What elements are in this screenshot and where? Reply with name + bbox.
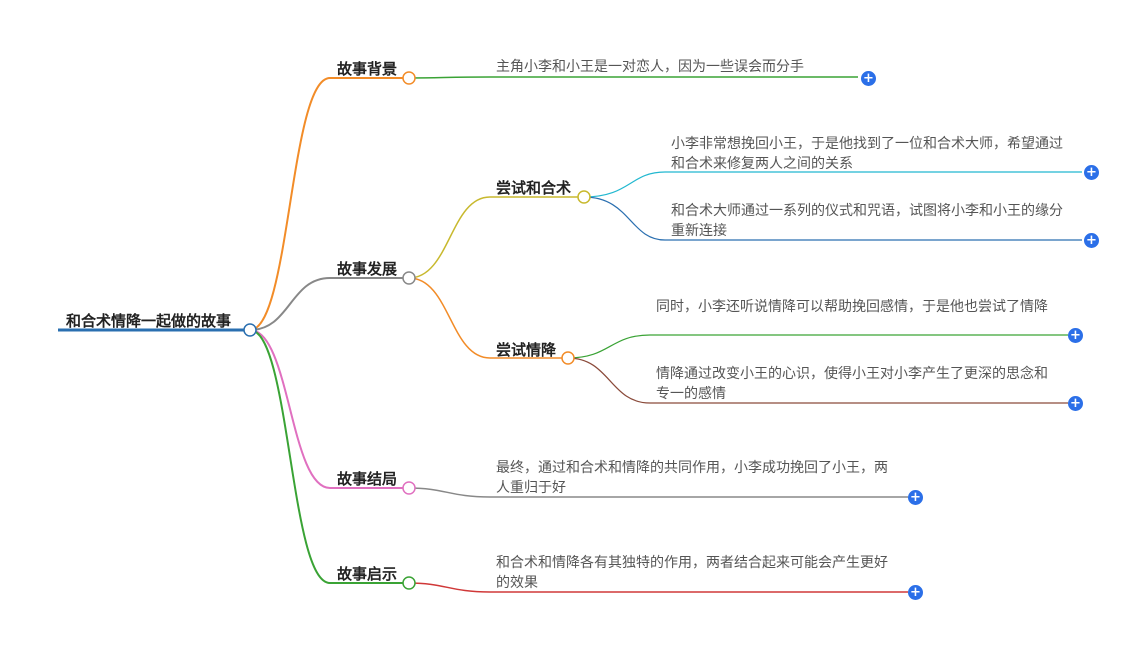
leaf-insight[interactable]: 和合术和情降各有其独特的作用，两者结合起来可能会产生更好的效果: [496, 555, 888, 591]
branch-development[interactable]: 故事发展: [337, 260, 398, 278]
node-circle-qingjiang[interactable]: [561, 351, 575, 365]
plus-icon[interactable]: +: [1068, 396, 1083, 411]
leaf-background[interactable]: 主角小李和小王是一对恋人，因为一些误会而分手: [496, 59, 804, 75]
edge-qingjiang-leaf1: [567, 334, 1068, 359]
edge-development-hehe: [408, 196, 584, 279]
edge-insight-leaf: [408, 582, 908, 593]
node-circle-insight[interactable]: [402, 576, 416, 590]
edge-ending-leaf: [408, 487, 908, 498]
edge-hehe-leaf2: [583, 196, 1082, 241]
edge-qingjiang-leaf2: [567, 357, 1068, 404]
plus-icon[interactable]: +: [1068, 328, 1083, 343]
plus-icon[interactable]: +: [1084, 165, 1099, 180]
branch-background[interactable]: 故事背景: [337, 60, 398, 78]
node-circle-ending[interactable]: [402, 481, 416, 495]
branch-ending[interactable]: 故事结局: [337, 470, 398, 488]
leaf-qingjiang-1[interactable]: 同时，小李还听说情降可以帮助挽回感情，于是他也尝试了情降: [656, 299, 1048, 315]
plus-icon[interactable]: +: [908, 490, 923, 505]
plus-icon[interactable]: +: [908, 585, 923, 600]
node-circle-background[interactable]: [402, 71, 416, 85]
edge-root-background: [249, 77, 409, 331]
edge-hehe-leaf1: [583, 171, 1082, 198]
node-circle-hehe[interactable]: [577, 190, 591, 204]
plus-icon[interactable]: +: [861, 71, 876, 86]
leaf-qingjiang-2[interactable]: 情降通过改变小王的心识，使得小王对小李产生了更深的思念和专一的感情: [656, 366, 1048, 402]
plus-icon[interactable]: +: [1084, 233, 1099, 248]
edge-root-ending: [249, 329, 409, 489]
root-topic[interactable]: 和合术情降一起做的故事: [66, 312, 232, 330]
leaf-hehe-2[interactable]: 和合术大师通过一系列的仪式和咒语，试图将小李和小王的缘分重新连接: [671, 203, 1063, 239]
leaf-hehe-1[interactable]: 小李非常想挽回小王，于是他找到了一位和合术大师，希望通过和合术来修复两人之间的关…: [671, 136, 1063, 172]
leaf-ending[interactable]: 最终，通过和合术和情降的共同作用，小李成功挽回了小王，两人重归于好: [496, 460, 888, 496]
node-circle-development[interactable]: [402, 271, 416, 285]
edge-root-insight: [249, 329, 409, 584]
edge-background-leaf: [408, 76, 858, 79]
branch-insight[interactable]: 故事启示: [337, 565, 398, 583]
edge-development-qingjiang: [408, 277, 568, 359]
edge-root-development: [249, 277, 409, 331]
root-node-circle[interactable]: [243, 323, 257, 337]
subbranch-qingjiang[interactable]: 尝试情降: [496, 341, 557, 359]
subbranch-hehe[interactable]: 尝试和合术: [496, 179, 572, 197]
